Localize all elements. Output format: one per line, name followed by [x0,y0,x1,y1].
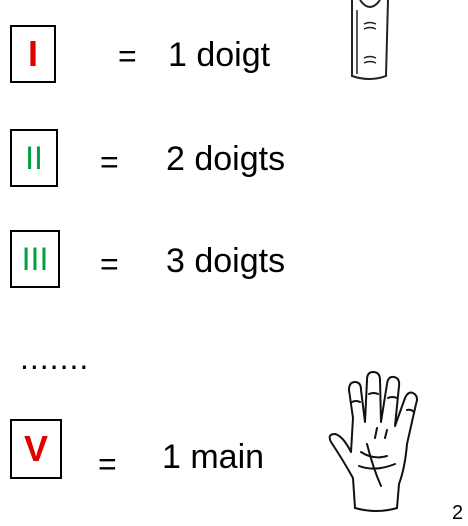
numeral-box-2: II [10,129,58,187]
ellipsis: ....... [20,342,89,374]
numeral-box-3: III [10,230,60,288]
equals-4: = [98,448,117,480]
finger-icon [342,0,398,80]
numeral-box-1: I [10,25,56,83]
label-1: 1 doigt [168,38,270,72]
hand-icon [325,368,435,516]
equals-1: = [118,40,137,72]
numeral-2: II [25,140,43,177]
label-4: 1 main [162,440,264,474]
label-3: 3 doigts [166,244,285,278]
numeral-1: I [28,33,38,75]
page-number: 2 [452,503,463,523]
equals-2: = [100,146,119,178]
label-2: 2 doigts [166,142,285,176]
numeral-4: V [24,428,48,470]
numeral-3: III [22,241,49,278]
equals-3: = [100,248,119,280]
numeral-box-4: V [10,419,62,479]
